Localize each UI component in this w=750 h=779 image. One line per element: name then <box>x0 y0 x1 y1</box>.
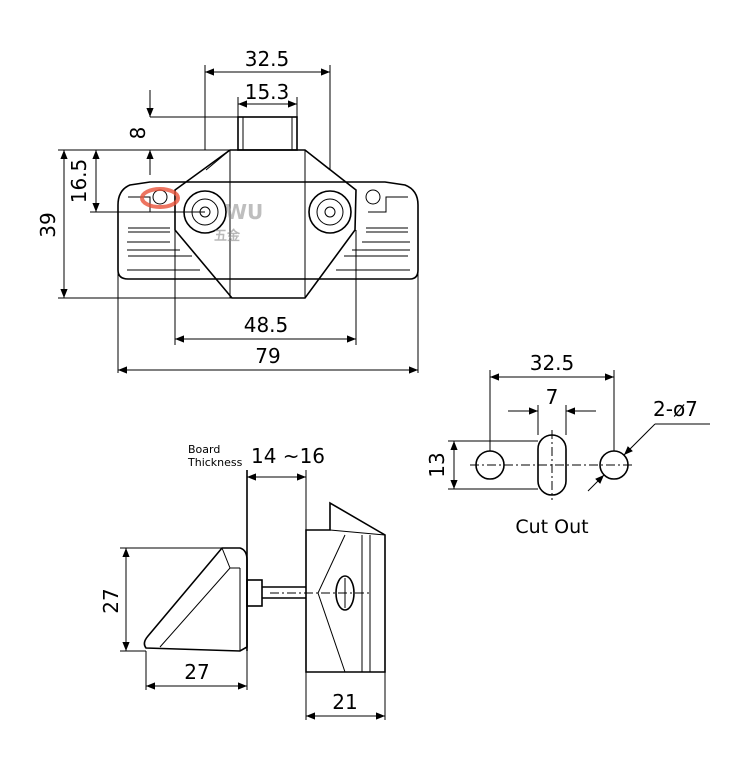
screw-right <box>308 190 352 234</box>
stem <box>237 116 298 151</box>
shaft-collar <box>246 579 263 607</box>
main-body <box>174 149 357 299</box>
dim-knob-width: 27 <box>184 660 209 684</box>
dim-board-range: 14 ~16 <box>251 444 325 468</box>
dim-overall-width: 32.5 <box>245 47 290 71</box>
watermark-chars: 五金 <box>214 228 241 244</box>
side-view: Board Thickness 14 ~16 27 27 21 <box>99 443 386 720</box>
watermark-brand: WU <box>225 200 263 224</box>
front-view: WU 五金 32.5 15.3 8 16.5 39 48.5 79 <box>36 47 419 374</box>
dim-base-width: 79 <box>255 344 280 368</box>
dim-knob-height: 27 <box>99 588 123 613</box>
watermark-logo: WU 五金 <box>140 187 263 244</box>
dim-hole-spacing: 48.5 <box>244 313 289 337</box>
knob <box>143 547 248 652</box>
cutout-title: Cut Out <box>515 516 588 538</box>
watermark-swoosh <box>140 187 180 209</box>
latch-hole <box>335 575 355 611</box>
dim-center-height: 16.5 <box>67 159 91 204</box>
board-label-1: Board <box>188 443 220 456</box>
dim-stem-width: 15.3 <box>245 80 290 104</box>
base-slot-right <box>344 196 408 257</box>
cutout-dim-slot-width: 7 <box>546 385 559 409</box>
cutout-dim-height: 13 <box>425 452 449 477</box>
base-left-hole <box>152 189 168 205</box>
dim-total-height: 39 <box>36 212 60 237</box>
dim-stem-height: 8 <box>126 127 150 140</box>
base-plate <box>117 181 419 280</box>
base-right-hole <box>365 189 381 205</box>
base-inner <box>127 241 410 271</box>
dim-body-width: 21 <box>332 690 357 714</box>
board-label-2: Thickness <box>187 456 243 469</box>
cutout-view: 32.5 7 13 2-ø7 Cut Out <box>425 351 710 538</box>
cutout-dim-holes: 2-ø7 <box>653 397 698 421</box>
cutout-dim-spacing: 32.5 <box>530 351 575 375</box>
